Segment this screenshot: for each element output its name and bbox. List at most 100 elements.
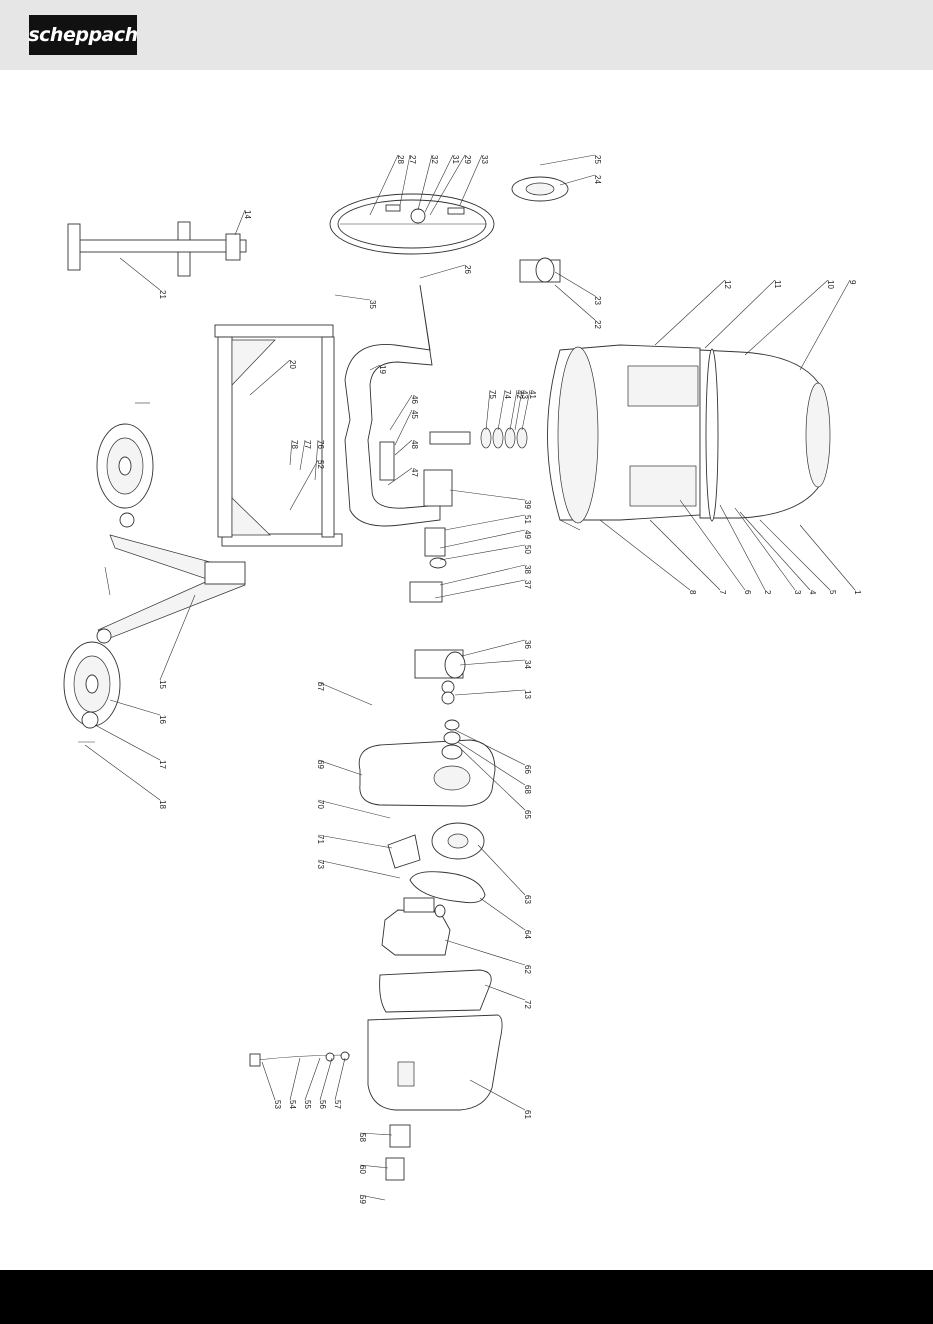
page-footer bbox=[0, 1270, 933, 1324]
leader-line-50 bbox=[440, 545, 525, 560]
part-label-61: 61 bbox=[523, 1110, 532, 1119]
leader-line-11 bbox=[705, 280, 775, 348]
leader-line-71 bbox=[318, 835, 392, 848]
motor-base-plate bbox=[359, 720, 495, 806]
part-label-64: 64 bbox=[523, 930, 532, 939]
part-label-7: 7 bbox=[718, 590, 727, 595]
part-label-56: 56 bbox=[318, 1100, 327, 1109]
leader-line-54 bbox=[290, 1058, 300, 1100]
part-label-60: 60 bbox=[358, 1165, 367, 1174]
leader-line-18 bbox=[85, 745, 160, 800]
part-label-24: 24 bbox=[593, 175, 602, 184]
leader-line-20 bbox=[250, 360, 290, 395]
part-label-66: 66 bbox=[523, 765, 532, 774]
part-label-3: 3 bbox=[793, 590, 802, 595]
part-label-59: 59 bbox=[358, 1195, 367, 1204]
part-label-48: 48 bbox=[410, 440, 419, 449]
part-label-70: 70 bbox=[316, 800, 325, 809]
part-label-26: 26 bbox=[463, 265, 472, 274]
part-label-63: 63 bbox=[523, 895, 532, 904]
gear-housing bbox=[380, 428, 527, 704]
part-label-67: 67 bbox=[316, 682, 325, 691]
part-label-50: 50 bbox=[523, 545, 532, 554]
part-label-71: 71 bbox=[316, 835, 325, 844]
part-label-8: 8 bbox=[688, 590, 697, 595]
part-label-51: 51 bbox=[523, 515, 532, 524]
leader-line-24 bbox=[560, 175, 595, 185]
leader-line-55 bbox=[305, 1058, 320, 1100]
part-label-21: 21 bbox=[158, 290, 167, 299]
part-label-25: 25 bbox=[593, 155, 602, 164]
leader-line-10 bbox=[745, 280, 828, 355]
part-label-45: 45 bbox=[410, 410, 419, 419]
part-label-11: 11 bbox=[773, 280, 782, 289]
part-label-49: 49 bbox=[523, 530, 532, 539]
part-label-34: 34 bbox=[523, 660, 532, 669]
leader-line-57 bbox=[335, 1058, 345, 1100]
leader-line-17 bbox=[95, 725, 160, 760]
part-label-46: 46 bbox=[410, 395, 419, 404]
part-label-20: 20 bbox=[288, 360, 297, 369]
leader-line-51 bbox=[445, 515, 525, 530]
part-label-12: 12 bbox=[723, 280, 732, 289]
part-label-55: 55 bbox=[303, 1100, 312, 1109]
part-label-32: 32 bbox=[430, 155, 439, 164]
leader-line-5 bbox=[760, 520, 830, 590]
part-label-43: 43 bbox=[520, 390, 529, 399]
leader-line-52 bbox=[290, 460, 318, 510]
part-label-36: 36 bbox=[523, 640, 532, 649]
hand-wheel bbox=[330, 194, 494, 254]
part-label-16: 16 bbox=[158, 715, 167, 724]
part-label-1: 1 bbox=[853, 590, 862, 595]
wheel-axle-frame bbox=[98, 535, 245, 640]
leader-line-62 bbox=[445, 940, 525, 965]
wheel-upper bbox=[97, 424, 153, 508]
part-label-35: 35 bbox=[368, 300, 377, 309]
leader-line-53 bbox=[262, 1062, 275, 1100]
part-label-77: 77 bbox=[303, 440, 312, 449]
part-label-29: 29 bbox=[463, 155, 472, 164]
leader-line-26 bbox=[420, 265, 465, 278]
part-label-57: 57 bbox=[333, 1100, 342, 1109]
part-label-18: 18 bbox=[158, 800, 167, 809]
leader-line-45 bbox=[395, 410, 412, 445]
part-label-38: 38 bbox=[523, 565, 532, 574]
part-label-73: 73 bbox=[316, 860, 325, 869]
part-label-2: 2 bbox=[763, 590, 772, 595]
part-label-37: 37 bbox=[523, 580, 532, 589]
part-label-78: 78 bbox=[290, 440, 299, 449]
upright-post bbox=[68, 222, 246, 276]
leader-line-72 bbox=[485, 985, 525, 1000]
leader-line-36 bbox=[462, 640, 525, 656]
part-label-13: 13 bbox=[523, 690, 532, 699]
part-label-68: 68 bbox=[523, 785, 532, 794]
leader-line-63 bbox=[478, 845, 525, 895]
leader-line-3 bbox=[735, 508, 795, 590]
part-label-39: 39 bbox=[523, 500, 532, 509]
electric-motor bbox=[382, 898, 450, 955]
leader-line-23 bbox=[555, 272, 595, 296]
part-label-10: 10 bbox=[826, 280, 835, 289]
part-label-6: 6 bbox=[743, 590, 752, 595]
part-label-33: 33 bbox=[480, 155, 489, 164]
part-label-14: 14 bbox=[243, 210, 252, 219]
leader-line-49 bbox=[440, 530, 525, 548]
leader-line-67 bbox=[318, 682, 372, 705]
part-label-4: 4 bbox=[808, 590, 817, 595]
motor-bracket bbox=[388, 835, 420, 868]
leader-line-13 bbox=[455, 690, 525, 695]
part-label-62: 62 bbox=[523, 965, 532, 974]
leader-line-4 bbox=[740, 512, 810, 590]
leader-line-39 bbox=[450, 490, 525, 500]
part-label-76: 76 bbox=[316, 440, 325, 449]
part-label-74: 74 bbox=[503, 390, 512, 399]
belt-pulley bbox=[432, 823, 484, 859]
leader-line-56 bbox=[320, 1058, 332, 1100]
part-label-17: 17 bbox=[158, 760, 167, 769]
part-label-72: 72 bbox=[523, 1000, 532, 1009]
leader-line-35 bbox=[335, 295, 370, 300]
part-label-69: 69 bbox=[316, 760, 325, 769]
leader-line-34 bbox=[460, 660, 525, 665]
leader-line-48 bbox=[395, 440, 412, 455]
part-label-58: 58 bbox=[358, 1133, 367, 1142]
